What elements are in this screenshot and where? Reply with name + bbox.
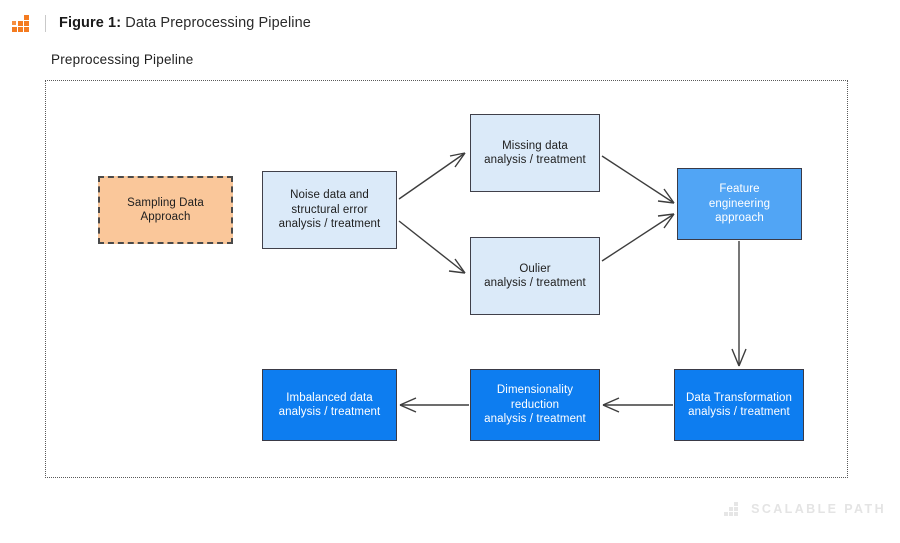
figure-title-text: Data Preprocessing Pipeline <box>121 15 311 31</box>
node-label: Noise data and structural error analysis… <box>278 189 381 231</box>
node-label: Imbalanced data analysis / treatment <box>278 391 381 419</box>
edge-noise-to-missing <box>398 152 466 200</box>
node-label: Dimensionality reduction analysis / trea… <box>484 384 586 426</box>
watermark-text: SCALABLE PATH <box>751 502 886 516</box>
scalable-path-staircase-icon <box>11 12 33 34</box>
node-imbalanced-data[interactable]: Imbalanced data analysis / treatment <box>262 369 397 441</box>
figure-header: Figure 1: Data Preprocessing Pipeline <box>0 0 900 46</box>
pipeline-diagram-container: Sampling Data Approach Noise data and st… <box>45 80 848 478</box>
node-missing-data[interactable]: Missing data analysis / treatment <box>470 114 600 192</box>
edge-outlier-to-feature <box>601 213 675 262</box>
scalable-path-staircase-icon <box>724 500 742 518</box>
edge-transform-to-dimension <box>602 397 673 413</box>
header-divider <box>45 14 46 32</box>
node-label: Feature engineering approach <box>708 183 771 225</box>
section-title: Preprocessing Pipeline <box>51 52 194 67</box>
page-title: Figure 1: Data Preprocessing Pipeline <box>59 15 311 31</box>
figure-label: Figure 1: <box>59 15 122 31</box>
node-label: Data Transformation analysis / treatment <box>685 391 793 419</box>
edge-dimension-to-imbalanced <box>399 397 469 413</box>
node-label: Oulier analysis / treatment <box>484 262 586 290</box>
node-feature-engineering[interactable]: Feature engineering approach <box>677 168 802 240</box>
arrow-connector-layer <box>398 152 747 413</box>
node-label: Missing data analysis / treatment <box>484 139 586 167</box>
node-label: Sampling Data Approach <box>127 196 204 224</box>
node-dimensionality-reduction[interactable]: Dimensionality reduction analysis / trea… <box>470 369 600 441</box>
node-data-transformation[interactable]: Data Transformation analysis / treatment <box>674 369 804 441</box>
edge-missing-to-feature <box>601 155 675 204</box>
edge-feature-to-transform <box>731 241 747 367</box>
node-outlier[interactable]: Oulier analysis / treatment <box>470 237 600 315</box>
node-sampling-data-approach[interactable]: Sampling Data Approach <box>98 176 233 244</box>
node-noise-data-structural-error[interactable]: Noise data and structural error analysis… <box>262 171 397 249</box>
watermark: SCALABLE PATH <box>724 500 886 518</box>
edge-noise-to-outlier <box>398 220 466 274</box>
